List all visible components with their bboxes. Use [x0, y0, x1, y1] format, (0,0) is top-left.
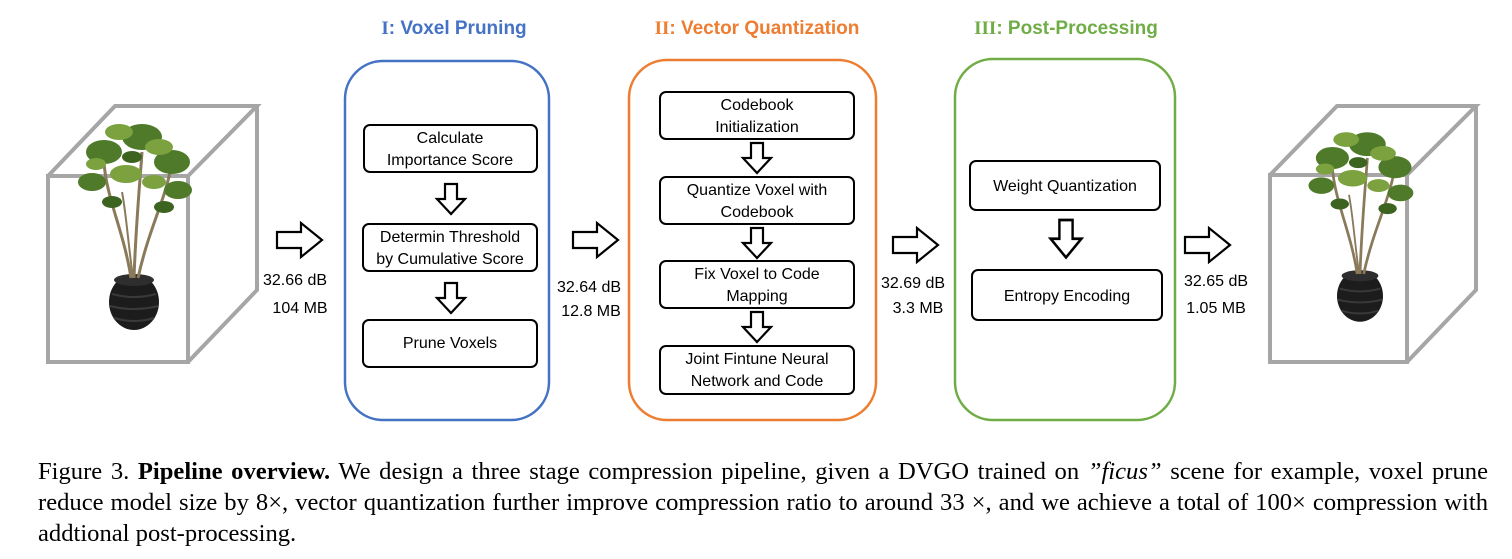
- down-arrow-1: [435, 182, 467, 216]
- svg-text:Entropy Encoding: Entropy Encoding: [1004, 288, 1130, 305]
- stage-container-voxel-pruning: [343, 59, 551, 422]
- pipeline-diagram: 32.66 dB 104 MB 32.64 dB 12.8 MB 32.69 d…: [46, 18, 1481, 422]
- ficus-plant-image: [76, 122, 194, 332]
- down-arrow-2: [435, 281, 467, 315]
- caption-text-start: We design a three stage compression pipe…: [338, 458, 1080, 485]
- metric-size-3: 3.3 MB: [893, 300, 944, 317]
- stage-title-voxel-pruning: I: Voxel Pruning: [381, 18, 526, 39]
- flow-arrow-2: [571, 221, 620, 259]
- down-arrow-4: [741, 226, 773, 260]
- step-box-weight-quantization: Weight Quantization: [969, 160, 1161, 211]
- metric-size-4: 1.05 MB: [1186, 300, 1246, 317]
- svg-text:Prune Voxels: Prune Voxels: [403, 335, 497, 352]
- down-arrow-6: [1049, 218, 1083, 259]
- step-box-prune-voxels: Prune Voxels: [362, 319, 538, 368]
- ficus-plant-compressed-image: [1307, 130, 1415, 324]
- stage-container-post-processing: [953, 57, 1177, 422]
- caption-text-end: scene for example, voxel prune reduce mo…: [38, 458, 1488, 547]
- input-scene-cube: [46, 104, 262, 364]
- flow-arrow-1: [275, 221, 324, 259]
- metric-psnr-3: 32.69 dB: [881, 275, 945, 292]
- caption-italic-scene: ”ficus”: [1087, 458, 1162, 485]
- stage-container-vector-quantization: [627, 58, 878, 422]
- svg-text:Weight Quantization: Weight Quantization: [993, 178, 1137, 195]
- stage-title-vector-quantization: II: Vector Quantization: [655, 18, 860, 39]
- metric-psnr-2: 32.64 dB: [557, 279, 621, 296]
- stage-post-processing: III: Post-Processing Weight Quantization…: [953, 18, 1177, 422]
- figure-caption: Figure 3. Pipeline overview. We design a…: [38, 456, 1488, 549]
- step-box-entropy-encoding: Entropy Encoding: [971, 269, 1163, 321]
- stage-title-post-processing: III: Post-Processing: [974, 18, 1158, 39]
- flow-arrow-3: [891, 226, 940, 264]
- down-arrow-3: [741, 141, 773, 175]
- output-scene-cube: [1268, 104, 1481, 364]
- flow-arrow-4: [1183, 226, 1232, 264]
- metric-size-2: 12.8 MB: [561, 303, 621, 320]
- caption-figure-label: Figure 3.: [38, 458, 130, 485]
- metric-psnr-1: 32.66 dB: [263, 272, 327, 289]
- metric-psnr-4: 32.65 dB: [1184, 273, 1248, 290]
- metric-size-1: 104 MB: [272, 300, 327, 317]
- down-arrow-5: [741, 310, 773, 344]
- caption-bold-title: Pipeline overview.: [137, 458, 331, 485]
